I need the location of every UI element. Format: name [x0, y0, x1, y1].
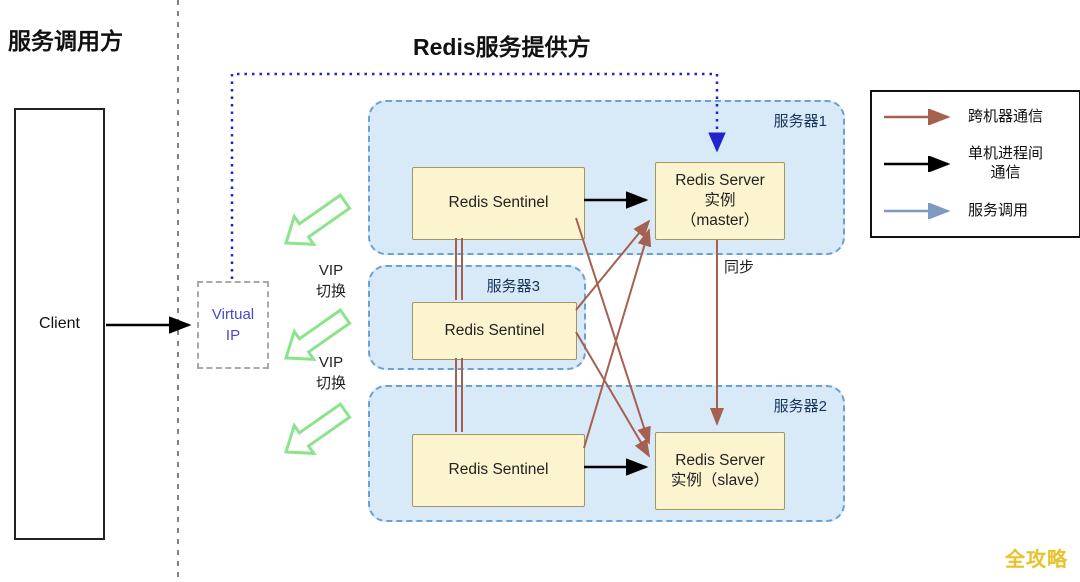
legend-row-service-call: 服务调用	[882, 202, 1069, 221]
vip-switch-1-line1: VIP	[318, 262, 344, 279]
server1-group: 服务器1 Redis Sentinel Redis Server 实例 （mas…	[368, 100, 845, 255]
green-arrow-3	[283, 402, 352, 455]
server3-label: 服务器3	[486, 278, 540, 295]
legend-single-machine-label: 单机进程间 通信	[968, 145, 1043, 183]
legend-single-machine-line1: 单机进程间	[968, 145, 1044, 163]
vip-switch-label-2: VIP 切换	[303, 352, 359, 394]
vip-switch-2-line2: 切换	[315, 375, 346, 392]
caller-title: 服务调用方	[8, 28, 123, 54]
redis-slave-line2: 实例（slave）	[670, 472, 770, 489]
server2-group: 服务器2 Redis Sentinel Redis Server 实例（slav…	[368, 385, 845, 522]
server1-label: 服务器1	[773, 113, 827, 130]
green-vip-switch-arrows	[283, 193, 352, 455]
legend-service-call-label: 服务调用	[968, 201, 1029, 219]
redis-master-line3: （master）	[680, 212, 760, 230]
single-machine-arrow-icon	[884, 156, 951, 172]
watermark: 全攻略	[1005, 549, 1068, 571]
client-label: Client	[39, 315, 80, 332]
redis-master-node: Redis Server 实例 （master）	[655, 162, 785, 240]
redis-slave-node: Redis Server 实例（slave）	[655, 432, 785, 510]
vip-switch-2-line1: VIP	[318, 354, 344, 371]
legend: 跨机器通信 单机进程间 通信 服务调用	[870, 90, 1080, 238]
legend-single-machine-line2: 通信	[990, 164, 1021, 181]
legend-row-single-machine: 单机进程间 通信	[882, 145, 1069, 183]
server1-sentinel-node: Redis Sentinel	[412, 167, 585, 240]
provider-title: Redis服务提供方	[413, 34, 591, 60]
cross-machine-arrow-icon	[884, 108, 951, 125]
sync-label: 同步	[724, 259, 755, 276]
redis-master-line1: Redis Server	[675, 171, 765, 189]
server2-sentinel-label: Redis Sentinel	[448, 461, 549, 479]
redis-master-line2: 实例	[704, 191, 736, 209]
virtual-ip-line1: Virtual	[211, 306, 255, 323]
server2-label: 服务器2	[773, 398, 827, 415]
server3-sentinel-label: Redis Sentinel	[444, 321, 545, 339]
server2-sentinel-node: Redis Sentinel	[412, 434, 585, 507]
server3-group: 服务器3 Redis Sentinel	[368, 265, 586, 370]
legend-cross-machine-label: 跨机器通信	[968, 107, 1044, 125]
client-node: Client	[14, 108, 105, 540]
legend-row-cross-machine: 跨机器通信	[882, 108, 1069, 127]
service-call-arrow-icon	[884, 203, 951, 220]
virtual-ip-line2: IP	[225, 327, 241, 344]
virtual-ip-node: Virtual IP	[197, 281, 269, 369]
redis-slave-line1: Redis Server	[675, 451, 765, 469]
server3-sentinel-node: Redis Sentinel	[412, 302, 577, 360]
server1-sentinel-label: Redis Sentinel	[448, 194, 549, 212]
vip-switch-label-1: VIP 切换	[303, 260, 359, 302]
vip-switch-1-line2: 切换	[315, 283, 346, 300]
green-arrow-1	[283, 193, 352, 246]
